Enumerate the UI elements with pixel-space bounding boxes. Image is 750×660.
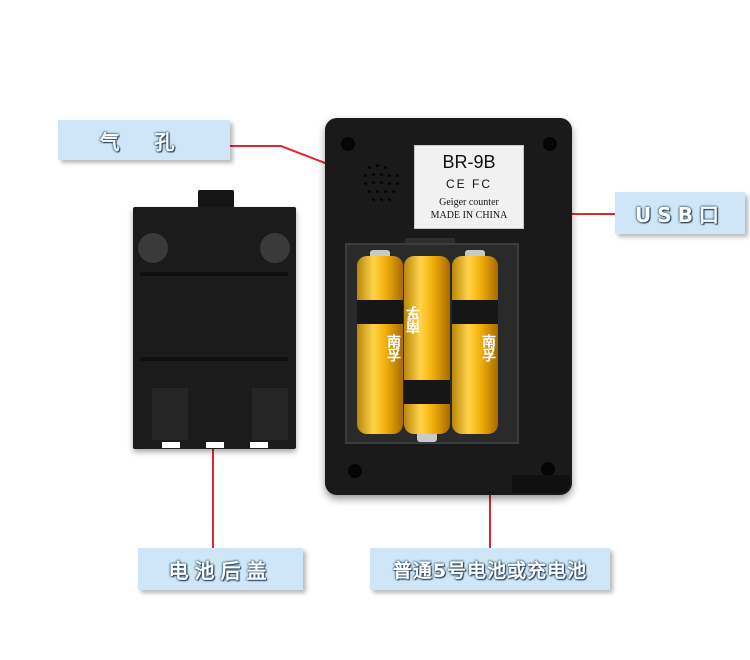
vent-hole: [380, 173, 383, 176]
vent-hole: [396, 182, 399, 185]
screw: [348, 464, 362, 478]
battery-type-callout: 普通5号电池或充电池: [370, 548, 610, 590]
vent-leader-line: [230, 145, 282, 147]
usb-port: [512, 475, 570, 493]
usb-port-callout: USB口: [615, 192, 745, 234]
cover-hole: [260, 233, 290, 263]
cover-notch: [206, 442, 224, 448]
battery-cover-callout: 电池后盖: [138, 548, 303, 590]
battery-label-band: [452, 300, 498, 324]
certification-marks: CE FC: [446, 177, 492, 191]
cover-latch: [198, 190, 234, 212]
vent-hole: [376, 164, 379, 167]
cover-hole: [138, 233, 168, 263]
cover-notch: [250, 442, 268, 448]
vent-callout: 气 孔: [58, 120, 230, 160]
battery-label-band: [404, 380, 450, 404]
vent-hole: [364, 182, 367, 185]
vent-hole: [380, 181, 383, 184]
cover-foot: [252, 388, 288, 440]
vent-hole: [368, 166, 371, 169]
vent-hole: [392, 190, 395, 193]
product-type: Geiger counter: [439, 197, 499, 208]
vent-hole: [364, 174, 367, 177]
battery-terminal: [370, 250, 390, 258]
origin-text: MADE IN CHINA: [430, 210, 508, 221]
vent-hole: [396, 174, 399, 177]
screw: [341, 137, 355, 151]
vent-hole: [380, 198, 383, 201]
vent-hole: [372, 181, 375, 184]
vent-hole: [384, 166, 387, 169]
model-number: BR-9B: [442, 152, 496, 172]
aa-battery: [452, 256, 498, 434]
cover-rib: [140, 272, 288, 276]
battery-terminal: [417, 434, 437, 442]
vent-hole: [388, 174, 391, 177]
cover-notch: [162, 442, 180, 448]
product-label: BR-9B CE FC Geiger counter MADE IN CHINA: [414, 145, 524, 229]
cover-foot: [152, 388, 188, 440]
vent-hole: [368, 190, 371, 193]
cover-rib: [140, 357, 288, 361]
usb-leader-line: [568, 213, 616, 215]
battery-bay-latch: [405, 238, 455, 246]
aa-battery: [357, 256, 403, 434]
vent-hole: [388, 198, 391, 201]
vent-hole: [372, 198, 375, 201]
screw: [543, 137, 557, 151]
vent-hole: [384, 190, 387, 193]
aa-battery: [404, 256, 450, 434]
battery-brand: 南孚: [385, 334, 401, 362]
battery-label-band: [357, 300, 403, 324]
vent-hole: [388, 182, 391, 185]
vent-hole: [372, 173, 375, 176]
battery-brand: 南孚: [406, 306, 422, 334]
vent-hole: [376, 190, 379, 193]
battery-terminal: [465, 250, 485, 258]
screw: [541, 462, 555, 476]
battery-brand: 南孚: [480, 334, 496, 362]
